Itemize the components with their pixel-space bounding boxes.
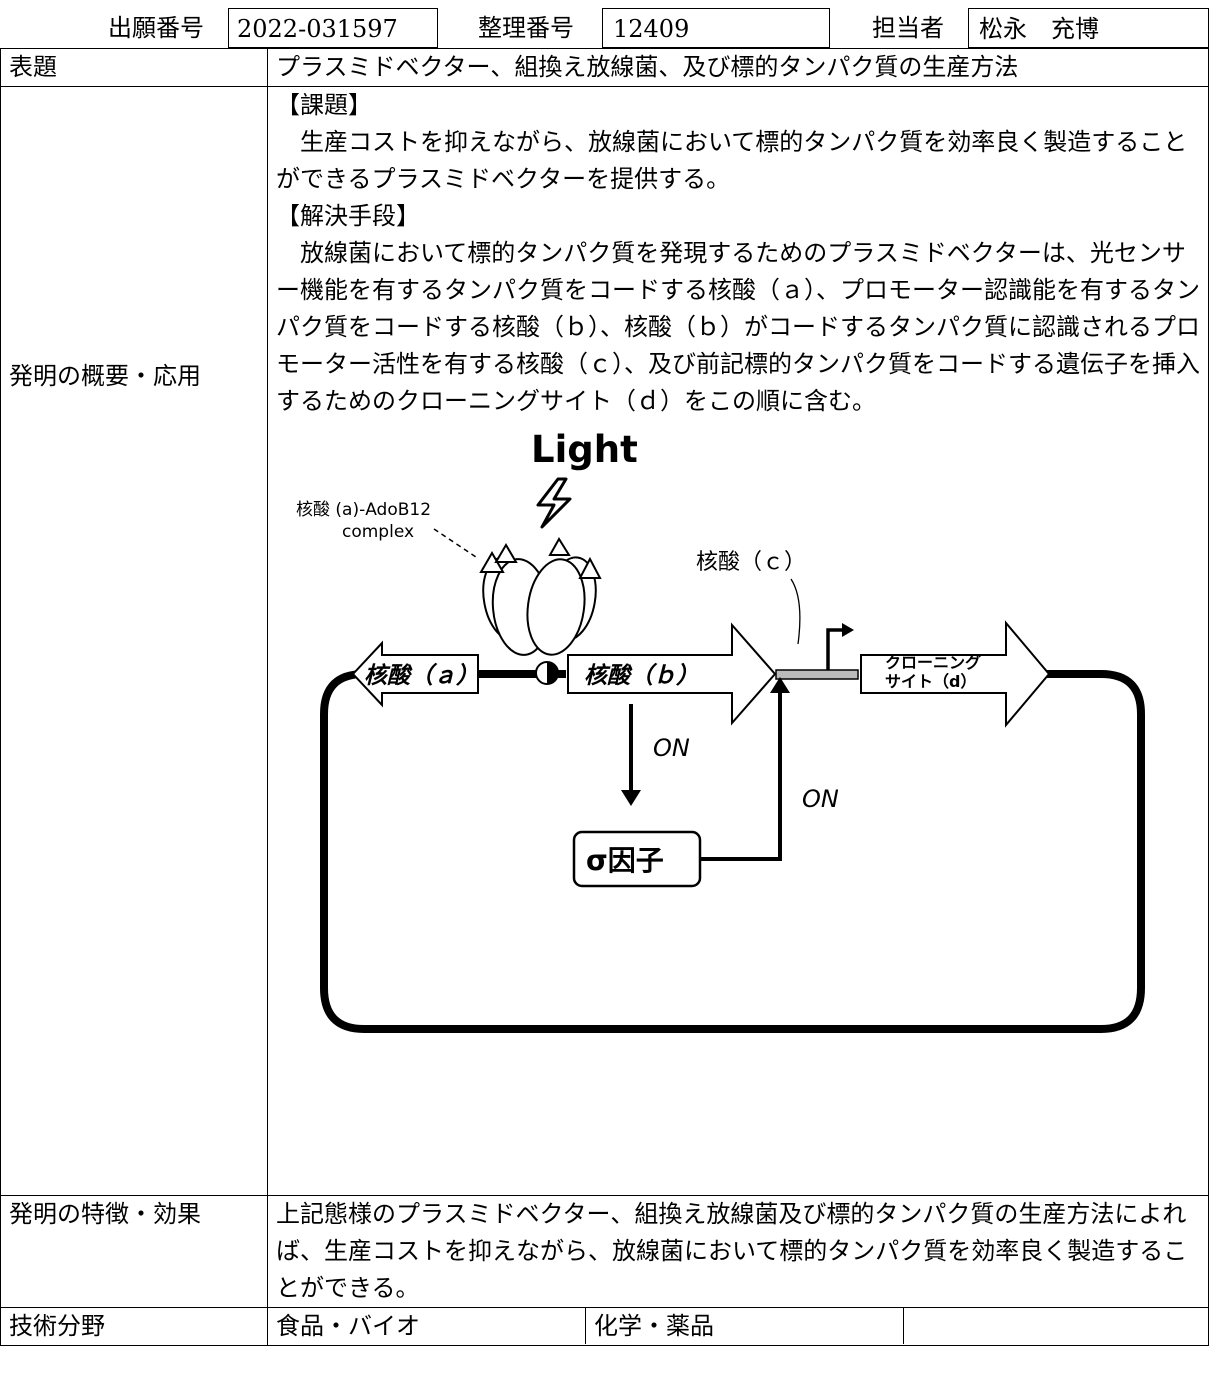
- complex-label-1: 核酸 (a)-AdoB12: [296, 500, 431, 520]
- app-no-label: 出願番号: [108, 14, 204, 42]
- summary-content: 【課題】 生産コストを抑えながら、放線菌において標的タンパク質を効率良く製造する…: [267, 86, 1209, 1196]
- light-label: Light: [531, 429, 638, 471]
- nucleic-a-label: 核酸（ａ）: [364, 662, 479, 689]
- features-row: 発明の特徴・効果 上記態様のプラスミドベクター、組換え放線菌及び標的タンパク質の…: [0, 1195, 1209, 1308]
- person-value: 松永 充博: [968, 8, 1209, 48]
- field-1: 食品・バイオ: [268, 1308, 586, 1344]
- summary-label: 発明の概要・応用: [0, 86, 268, 1196]
- field-row: 技術分野 食品・バイオ 化学・薬品: [0, 1307, 1209, 1346]
- on-label-2: ON: [802, 785, 839, 813]
- on-arrow-up: [700, 687, 782, 861]
- header-row: 出願番号 2022-031597 整理番号 12409 担当者 松永 充博: [0, 8, 1209, 48]
- nucleic-a-arrow: [351, 640, 479, 708]
- field-2: 化学・薬品: [586, 1308, 904, 1344]
- field-3: [904, 1308, 1208, 1344]
- field-values: 食品・バイオ 化学・薬品: [267, 1307, 1209, 1346]
- cloning-label-1: クローニング: [885, 653, 981, 672]
- features-text: 上記態様のプラスミドベクター、組換え放線菌及び標的タンパク質の生産方法によれば、…: [267, 1195, 1209, 1308]
- solution-heading: 【解決手段】: [276, 202, 420, 230]
- nucleic-b-arrow: [567, 622, 777, 726]
- protein-complex: [479, 537, 602, 656]
- summary-row: 発明の概要・応用 【課題】 生産コストを抑えながら、放線菌において標的タンパク質…: [0, 86, 1209, 1196]
- lightning-icon: [536, 477, 572, 529]
- tss-arrow: [826, 628, 844, 670]
- field-label: 技術分野: [0, 1307, 268, 1346]
- ref-no-value: 12409: [602, 8, 830, 48]
- person-label: 担当者: [872, 14, 944, 42]
- nucleic-c-label: 核酸（ｃ）: [696, 550, 806, 575]
- problem-heading: 【課題】: [276, 91, 372, 119]
- solution-text: 放線菌において標的タンパク質を発現するためのプラスミドベクターは、光センサー機能…: [276, 239, 1200, 415]
- title-label: 表題: [0, 48, 268, 87]
- cloning-label-2: サイト（d）: [885, 672, 976, 691]
- nucleic-b-label: 核酸（ｂ）: [584, 662, 699, 689]
- plasmid-diagram: Light 核酸 (a)-AdoB12 complex 核酸（ｃ） 核酸（ａ） …: [296, 428, 1145, 1033]
- features-label: 発明の特徴・効果: [0, 1195, 268, 1308]
- complex-pointer: [433, 528, 477, 558]
- problem-text: 生産コストを抑えながら、放線菌において標的タンパク質を効率良く製造することができ…: [276, 128, 1188, 193]
- ref-no-label: 整理番号: [478, 14, 574, 42]
- info-table: 表題 プラスミドベクター、組換え放線菌、及び標的タンパク質の生産方法 発明の概要…: [0, 48, 1209, 1346]
- plasmid-loop: [320, 670, 1145, 1033]
- nucleic-c-segment: [775, 669, 859, 680]
- cloning-site-arrow: [860, 620, 1051, 728]
- on-label-1: ON: [653, 734, 690, 762]
- title-value: プラスミドベクター、組換え放線菌、及び標的タンパク質の生産方法: [267, 48, 1209, 87]
- title-row: 表題 プラスミドベクター、組換え放線菌、及び標的タンパク質の生産方法: [0, 48, 1209, 87]
- complex-label-2: complex: [342, 522, 414, 542]
- sigma-label: σ因子: [586, 844, 664, 877]
- app-no-value: 2022-031597: [228, 8, 438, 48]
